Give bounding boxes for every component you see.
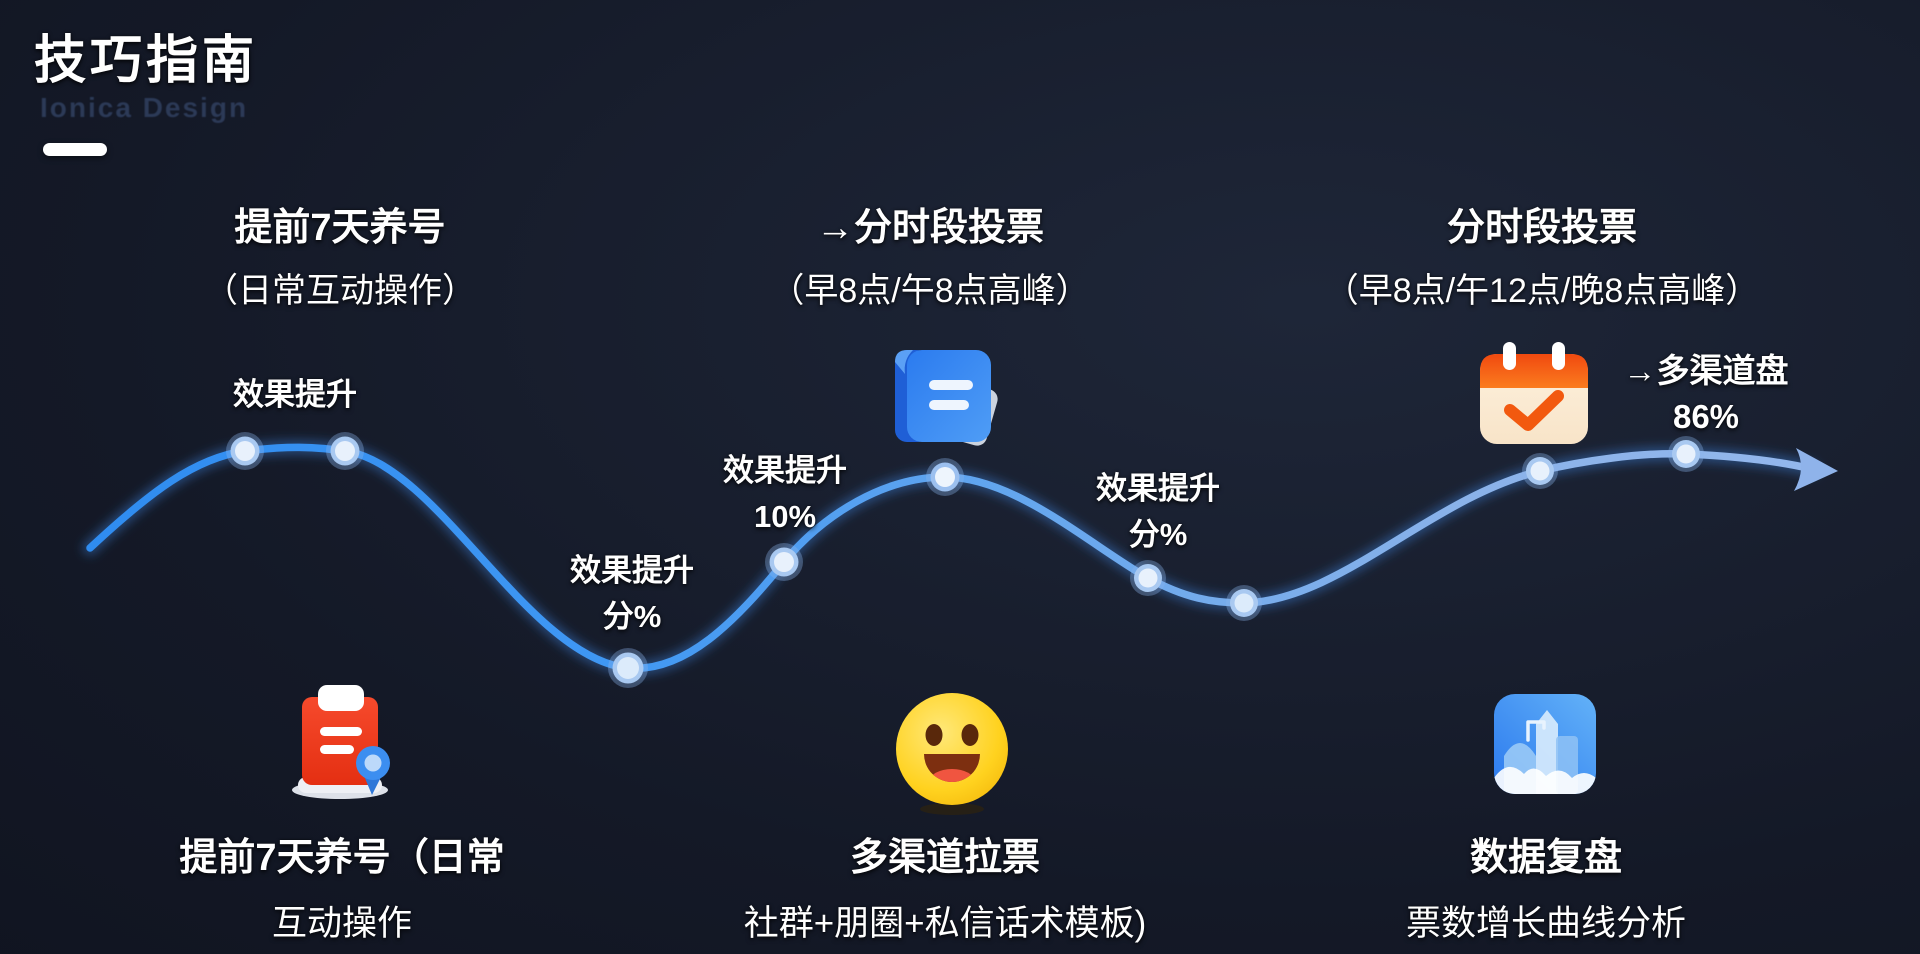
step-3-subtitle: 票数增长曲线分析 [1405, 904, 1687, 943]
step-2-subtitle: 社群+朋圈+私信话术模板) [743, 904, 1147, 943]
page-title: 技巧指南 [34, 32, 259, 90]
step-2-label: 多渠道拉票 社群+朋圈+私信话术模板) [744, 826, 1147, 946]
step-2-title: 多渠道拉票 [849, 837, 1041, 879]
phase-1-title: 提前7天养号 [234, 207, 446, 249]
curve-nodes [226, 432, 1704, 688]
notebook-icon [895, 350, 998, 446]
phase-3-label: 分时段投票 （早8点/午12点/晚8点高峰） [1325, 196, 1760, 312]
step-3-title: 数据复盘 [1469, 837, 1623, 879]
title-underline [43, 143, 107, 156]
effect-label-3: 效果提升 10% [723, 453, 847, 534]
step-1-title: 提前7天养号（日常 [179, 837, 505, 879]
step-1-subtitle: 互动操作 [271, 904, 413, 943]
smiley-icon [896, 693, 1008, 815]
calendar-check-icon [1480, 342, 1588, 444]
phase-1-label: 提前7天养号 （日常互动操作） [204, 196, 476, 312]
step-1-label: 提前7天养号（日常 互动操作 [179, 826, 504, 946]
phase-2-label: →分时段投票 （早8点/午8点高峰） [770, 196, 1089, 312]
page-subtitle: Ionica Design [40, 92, 249, 123]
curve-node [326, 432, 364, 470]
curve-node [1226, 585, 1262, 621]
effect-label-1: 效果提升 [233, 377, 357, 412]
phase-1-subtitle: （日常互动操作） [204, 272, 476, 310]
curve-node [226, 432, 264, 470]
curve-path-group [82, 439, 1838, 676]
phase-2-subtitle: （早8点/午8点高峰） [770, 272, 1090, 310]
effect-label-4: 效果提升 分% [1096, 471, 1220, 552]
phase-2-title: →分时段投票 [815, 207, 1045, 249]
effect-label-2: 效果提升 分% [570, 553, 694, 634]
multichannel-rate-label: →多渠道盘 86% [1623, 352, 1789, 435]
arrowhead-icon [1794, 448, 1838, 491]
curve-node [1522, 453, 1558, 489]
phase-3-subtitle: （早8点/午12点/晚8点高峰） [1324, 272, 1760, 310]
step-3-label: 数据复盘 票数增长曲线分析 [1406, 826, 1686, 946]
curve-node [608, 648, 648, 688]
clipboard-ribbon-icon [292, 685, 390, 799]
city-chart-icon [1494, 694, 1596, 794]
curve-node [1668, 436, 1704, 472]
curve-node [765, 543, 803, 581]
curve-node [926, 458, 964, 496]
curve-node [1130, 560, 1166, 596]
phase-3-title: 分时段投票 [1446, 207, 1637, 249]
